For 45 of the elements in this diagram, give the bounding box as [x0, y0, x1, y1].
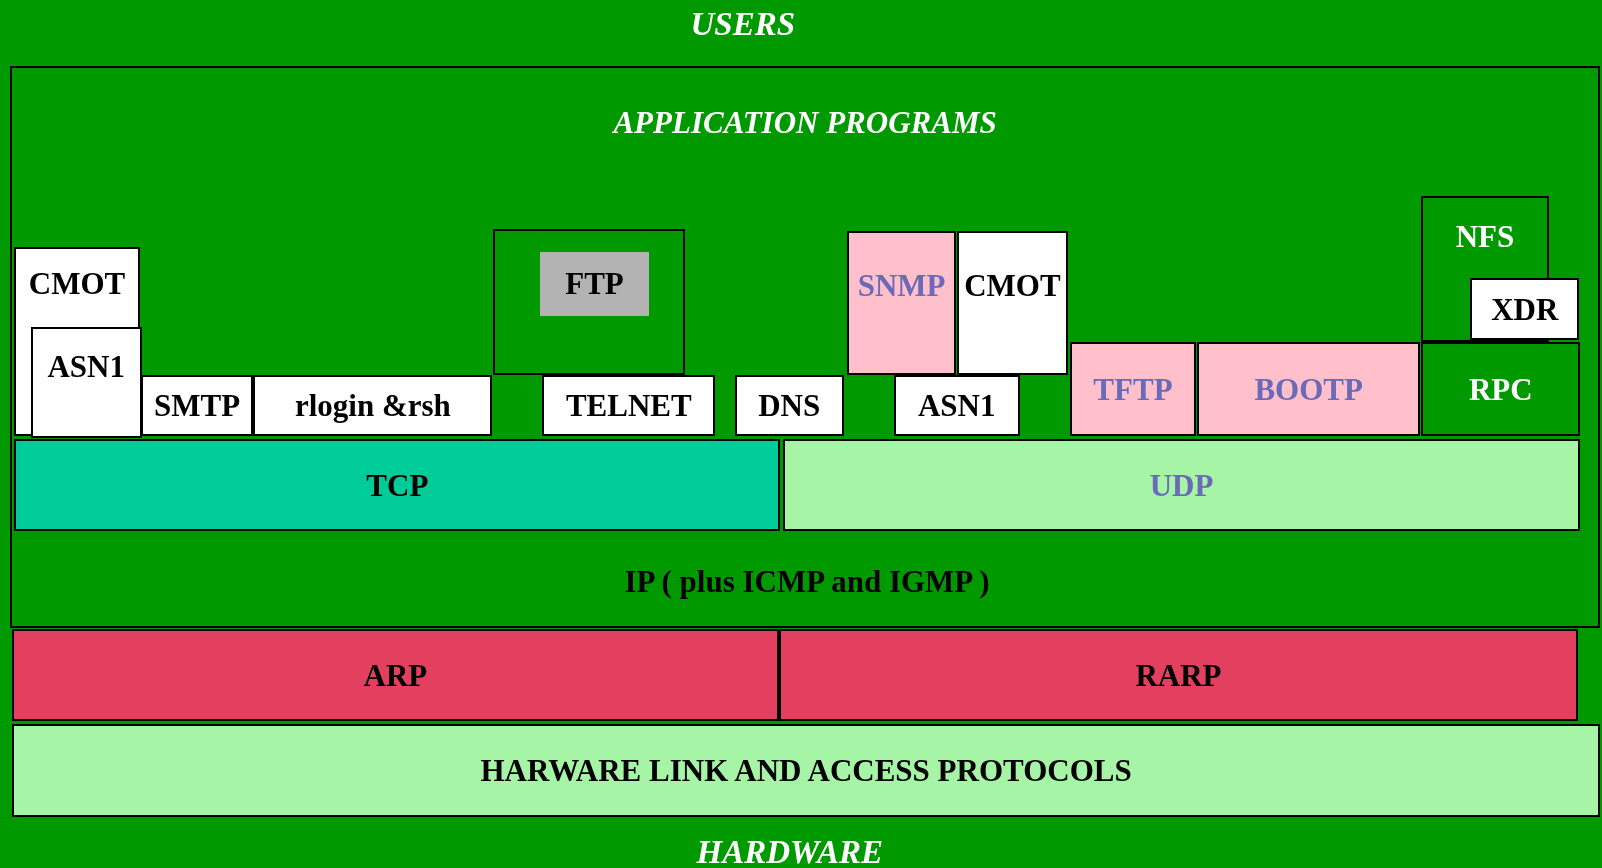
protocol-name: ASN1 [917, 390, 996, 422]
protocol-band [12, 629, 779, 722]
protocol-box [734, 374, 844, 437]
protocol-box [1470, 277, 1580, 341]
protocol-box [893, 374, 1020, 437]
layer-panel [10, 66, 1600, 629]
protocol-name: DNS [758, 390, 821, 422]
layer-caption: HARDWARE [696, 835, 883, 868]
protocol-name: RARP [1135, 659, 1222, 691]
protocol-band [14, 439, 781, 532]
protocol-band [12, 724, 1600, 818]
protocol-box [1197, 342, 1421, 437]
protocol-box [846, 230, 957, 375]
protocol-box [1069, 342, 1197, 437]
protocol-box [542, 374, 716, 437]
protocol-box [30, 326, 142, 439]
protocol-name: SNMP [857, 269, 946, 301]
container-box [493, 228, 686, 375]
protocol-name: HARWARE LINK AND ACCESS PROTOCOLS [480, 755, 1132, 787]
protocol-name: RPC [1468, 373, 1533, 405]
layer-caption: USERS [690, 8, 796, 42]
protocol-box [540, 252, 649, 316]
protocol-name: TELNET [565, 390, 692, 422]
protocol-box [140, 374, 254, 437]
protocol-band [782, 439, 1581, 532]
protocol-name: TCP [366, 469, 429, 501]
protocol-box [1421, 342, 1581, 437]
protocol-name: ASN1 [47, 351, 125, 383]
protocol-band [778, 629, 1579, 722]
protocol-name: CMOT [964, 269, 1061, 301]
protocol-name: ARP [363, 659, 428, 691]
protocol-name: rlogin &rsh [294, 390, 451, 422]
protocol-name: IP ( plus ICMP and IGMP ) [624, 565, 990, 597]
protocol-box [14, 247, 140, 437]
protocol-name: CMOT [28, 267, 126, 299]
protocol-box [253, 374, 493, 437]
protocol-name: BOOTP [1254, 373, 1363, 405]
protocol-name: XDR [1491, 293, 1559, 325]
protocol-name: TFTP [1093, 373, 1173, 405]
layer-heading: APPLICATION PROGRAMS [613, 107, 997, 139]
protocol-name: NFS [1455, 220, 1515, 252]
protocol-name: SMTP [154, 390, 241, 422]
protocol-box [957, 230, 1068, 375]
protocol-name: FTP [565, 268, 624, 300]
protocol-name: UDP [1149, 469, 1214, 501]
